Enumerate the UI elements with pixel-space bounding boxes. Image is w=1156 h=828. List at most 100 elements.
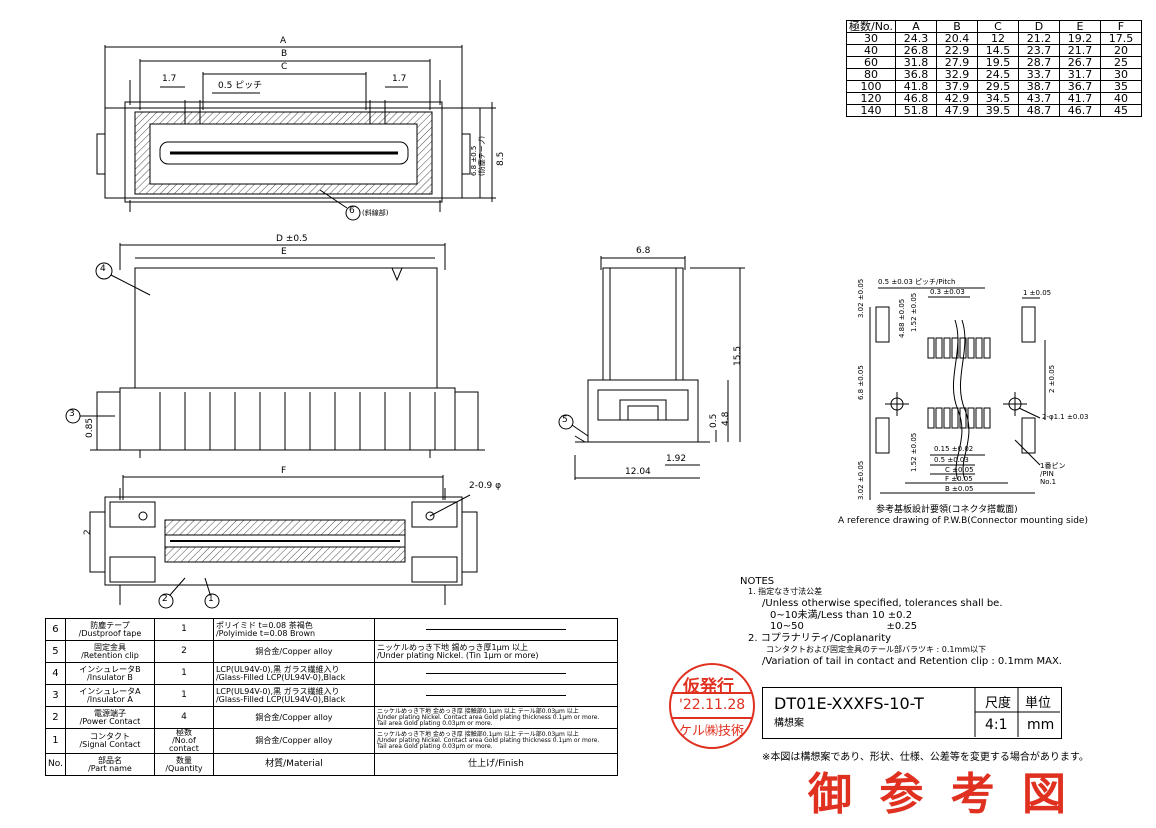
table-cell: 30 <box>846 32 896 45</box>
dim-b-label: B <box>281 49 288 59</box>
header-qty: 数量/Quantity <box>153 753 214 776</box>
side-dim-1204: 12.04 <box>625 467 651 477</box>
part-fin-3: Tail area Gold plating 0.03μm or more. <box>376 743 493 750</box>
hole-label: 2-0.9 φ <box>469 481 502 491</box>
note-1: 1. 指定なき寸法公差 <box>748 587 823 596</box>
pitch-label: 0.5 ピッチ <box>218 81 263 91</box>
part-name: 固定金具/Retention clip <box>64 640 155 663</box>
table-row: 1 コンタクト/Signal Contact 極数/No.of contact … <box>45 728 618 754</box>
part-name: インシュレータB/Insulator B <box>64 662 155 685</box>
table-cell: 26.7 <box>1058 56 1101 69</box>
pcb-dim-488: 4.88 ±0.05 <box>898 298 906 338</box>
part-finish: ニッケルめっき下地 金めっき厚 接触部0.1μm 以上 テール部0.03μm 以… <box>373 728 618 754</box>
table-cell: 41.8 <box>894 80 937 93</box>
part-material: LCP(UL94V-0),黒 ガラス繊維入り/Glass-Filled LCP(… <box>212 662 375 685</box>
table-row: 3 インシュレータA/Insulator A 1 LCP(UL94V-0),黒 … <box>45 684 618 707</box>
table-cell: 48.7 <box>1017 104 1060 117</box>
dim-17-left-label: 1.7 <box>162 74 177 84</box>
part-qty: 1 <box>153 662 214 685</box>
part-name-en: /Dustproof tape <box>78 628 142 638</box>
callout-5: 5 <box>562 415 568 425</box>
part-mat-1: LCP(UL94V-0),黒 ガラス繊維入り <box>215 664 340 674</box>
pcb-dim-1: 1 ±0.05 <box>1023 289 1052 297</box>
dim-a-label: A <box>280 36 287 46</box>
header-part-name-en: /Part name <box>88 763 132 773</box>
pcb-pin1-label: 1番ピン /PIN No.1 <box>1040 462 1066 487</box>
part-fin-1: ニッケルめっき下地 錫めっき厚1μm 以上 <box>376 642 529 652</box>
table-row: 4 インシュレータB/Insulator B 1 LCP(UL94V-0),黒 … <box>45 662 618 685</box>
part-mat-1: ポリイミド t=0.08 茶褐色 <box>215 620 313 630</box>
table-cell: 31.7 <box>1058 68 1101 81</box>
unit-label: 単位 <box>1025 696 1052 711</box>
part-fin-3: Tail area Gold plating 0.03μm or more. <box>376 719 493 727</box>
part-name-en: /Insulator B <box>87 672 133 682</box>
issue-stamp <box>669 663 755 749</box>
part-qty-en: /No.of contact <box>168 736 199 753</box>
table-cell: 22.9 <box>935 44 978 57</box>
table-cell: 19.5 <box>976 56 1019 69</box>
unit-value: mm <box>1027 717 1055 733</box>
table-cell: 20.4 <box>935 32 978 45</box>
table-cell: 27.9 <box>935 56 978 69</box>
header-material: 材質/Material <box>212 753 375 776</box>
table-cell: 28.7 <box>1017 56 1060 69</box>
table-cell: 33.7 <box>1017 68 1060 81</box>
title-block <box>762 687 1062 739</box>
callout-3: 3 <box>69 409 75 419</box>
dim-f-label: F <box>281 466 287 476</box>
table-cell: 35 <box>1099 80 1142 93</box>
pcb-dim-015: 0.15 ±0.02 <box>934 445 974 453</box>
notes-title: NOTES <box>740 576 775 587</box>
title-block-lines <box>974 687 1060 737</box>
part-name-jp: 電源端子 <box>93 708 126 718</box>
part-name-jp: インシュレータB <box>79 664 141 674</box>
table-cell: 34.5 <box>976 92 1019 105</box>
table-cell: 20 <box>1099 44 1142 57</box>
part-mat-2: /Glass-Filled LCP(UL94V-0),Black <box>215 672 346 682</box>
part-no: 5 <box>45 640 66 663</box>
part-name: 電源端子/Power Contact <box>64 706 155 729</box>
height-68-label: 6.8 ±0.5 <box>470 145 478 176</box>
table-cell: 46.8 <box>894 92 937 105</box>
side-dim-05: 0.5 <box>709 413 719 428</box>
part-fin-2: /Under plating Nickel. Contact area Gold… <box>376 737 600 744</box>
callout-1: 1 <box>208 594 214 604</box>
disclaimer: ※本図は構想案であり、形状、仕様、公差等を変更する場合があります。 <box>762 752 1089 763</box>
side-view <box>558 256 745 480</box>
side-dim-68: 6.8 <box>636 246 651 256</box>
table-cell: 41.7 <box>1058 92 1101 105</box>
side-dim-155: 15.5 <box>733 345 743 366</box>
part-name-jp: 固定金具 <box>93 642 126 652</box>
part-name-en: /Signal Contact <box>79 740 141 749</box>
table-cell: 120 <box>846 92 896 105</box>
part-name-en: /Insulator A <box>87 694 133 704</box>
table-cell: 23.7 <box>1017 44 1060 57</box>
part-finish: ニッケルめっき下地 錫めっき厚1μm 以上/Under plating Nick… <box>373 640 618 663</box>
table-cell: 100 <box>846 80 896 93</box>
dim-2-label: 2 <box>83 529 93 535</box>
pcb-dim-302-bot: 3.02 ±0.05 <box>857 460 865 500</box>
callout-2: 2 <box>162 594 168 604</box>
dim-17-right-label: 1.7 <box>392 74 407 84</box>
part-qty: 極数/No.of contact <box>153 728 214 754</box>
table-header: E <box>1058 20 1101 33</box>
part-name-jp: 防塵テープ <box>90 620 130 630</box>
table-cell: 140 <box>846 104 896 117</box>
table-cell: 25 <box>1099 56 1142 69</box>
height-68-note: (防塵テープ) <box>478 135 486 176</box>
callout-6-note: (斜線部) <box>362 209 389 217</box>
stamp-line-1: 仮発行 <box>683 677 734 697</box>
table-header-row: 極数/No. A B C D E F <box>846 20 1142 33</box>
pcb-dim-c: C ±0.05 <box>945 466 974 474</box>
part-no: 4 <box>45 662 66 685</box>
table-cell: 39.5 <box>976 104 1019 117</box>
table-cell: 12 <box>976 32 1019 45</box>
part-name-jp: コンタクト <box>89 732 130 741</box>
bottom-view <box>89 475 478 609</box>
part-name: インシュレータA/Insulator A <box>64 684 155 707</box>
table-cell: 38.7 <box>1017 80 1060 93</box>
scale-label: 尺度 <box>985 696 1012 711</box>
table-cell: 40 <box>1099 92 1142 105</box>
